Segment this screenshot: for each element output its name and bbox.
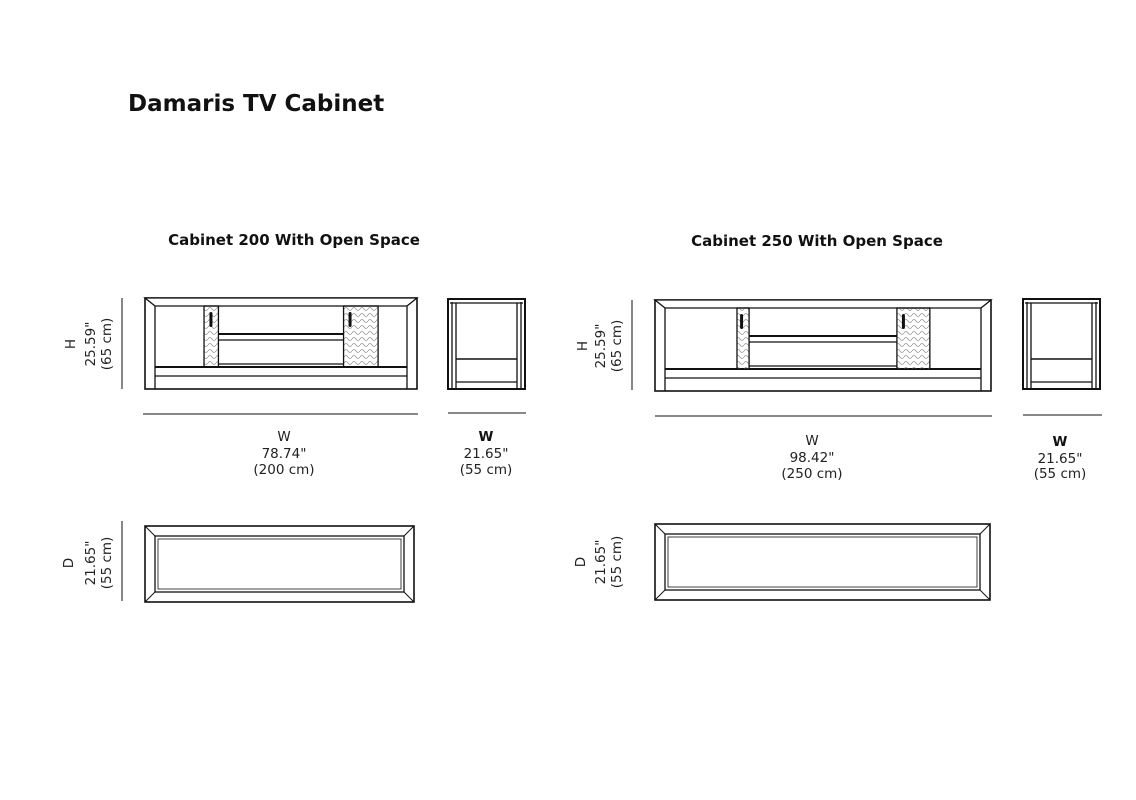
side-outline xyxy=(1022,298,1101,390)
depth-cm: (55 cm) xyxy=(609,536,625,589)
height-cm: (65 cm) xyxy=(609,320,625,373)
height-label: H xyxy=(575,341,591,351)
side-width-cm: (55 cm) xyxy=(1034,466,1087,482)
wavy-door-panel xyxy=(736,307,750,370)
cabinet-title: Cabinet 200 With Open Space xyxy=(168,231,420,249)
drawing-line xyxy=(979,523,991,535)
width-inches: 98.42" xyxy=(790,450,835,466)
cabinet-title: Cabinet 250 With Open Space xyxy=(691,232,943,250)
front-view-drawing xyxy=(653,299,993,392)
cabinet-outline xyxy=(654,299,992,392)
depth-label: D xyxy=(573,557,589,567)
page-title: Damaris TV Cabinet xyxy=(128,91,384,117)
depth-label: D xyxy=(61,558,77,568)
top-inner-panel xyxy=(154,535,405,593)
height-cm: (65 cm) xyxy=(99,318,115,371)
height-label: H xyxy=(63,339,79,349)
top-inner-panel xyxy=(157,538,402,590)
front-view-drawing xyxy=(143,297,419,390)
top-outline xyxy=(654,523,991,601)
height-inches: 25.59" xyxy=(83,322,99,367)
top-view-drawing xyxy=(144,525,415,603)
drawing-line xyxy=(144,525,156,537)
side-width-inches: 21.65" xyxy=(1038,451,1083,467)
door-handle xyxy=(348,312,352,327)
width-cm: (250 cm) xyxy=(781,466,842,482)
drawing-line xyxy=(144,591,156,603)
height-inches: 25.59" xyxy=(593,324,609,369)
door-handle xyxy=(740,314,744,329)
wavy-door-panel xyxy=(203,305,220,368)
side-width-label: W xyxy=(1053,434,1068,450)
top-slab xyxy=(653,299,993,309)
drawing-line xyxy=(403,591,415,603)
top-slab xyxy=(143,297,419,307)
side-width-cm: (55 cm) xyxy=(460,462,513,478)
door-handle xyxy=(209,312,213,327)
side-outline xyxy=(447,298,526,390)
drawing-line xyxy=(654,523,666,535)
wavy-door-panel xyxy=(896,307,931,370)
width-cm: (200 cm) xyxy=(253,462,314,478)
cabinet-200-section: Cabinet 200 With Open Space H 25.59" (65… xyxy=(61,231,526,603)
side-width-inches: 21.65" xyxy=(464,446,509,462)
width-inches: 78.74" xyxy=(262,446,307,462)
side-view-drawing xyxy=(1022,298,1101,390)
width-label: W xyxy=(277,429,290,445)
depth-inches: 21.65" xyxy=(593,540,609,585)
cabinet-250-section: Cabinet 250 With Open Space H 25.59" (65… xyxy=(573,232,1102,601)
side-width-label: W xyxy=(479,429,494,445)
depth-cm: (55 cm) xyxy=(99,537,115,590)
width-label: W xyxy=(805,433,818,449)
top-view-drawing xyxy=(654,523,991,601)
drawing-line xyxy=(979,589,991,601)
top-outline xyxy=(144,525,415,603)
depth-inches: 21.65" xyxy=(83,541,99,586)
drawing-line xyxy=(403,525,415,537)
top-inner-panel xyxy=(664,533,981,591)
top-inner-panel xyxy=(667,536,978,588)
side-view-drawing xyxy=(447,298,526,390)
door-handle xyxy=(901,314,905,329)
drawing-line xyxy=(654,589,666,601)
